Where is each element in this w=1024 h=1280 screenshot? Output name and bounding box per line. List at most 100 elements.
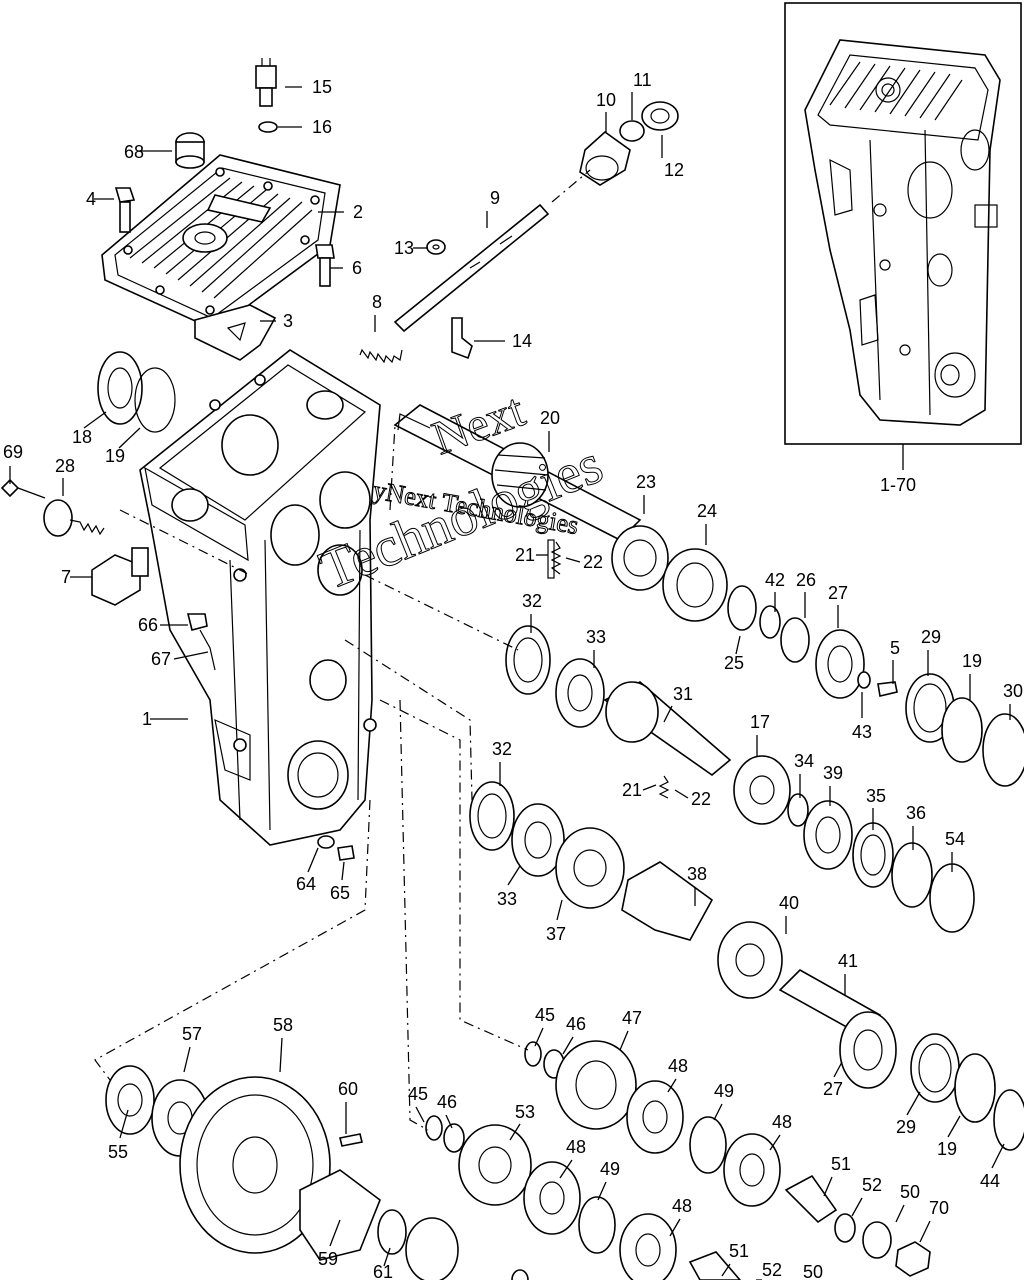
leader-line-c19c (947, 1115, 961, 1138)
part-callout-c13: 13 (394, 238, 414, 258)
leader-line-c61 (383, 1247, 391, 1267)
part-callout-c70: 70 (929, 1198, 949, 1218)
leader-line-c59 (329, 1219, 341, 1247)
leader-line-c31 (663, 705, 673, 723)
part-callout-c4: 4 (86, 189, 96, 209)
part-callout-c50b: 50 (803, 1262, 823, 1280)
part-callout-c5: 5 (890, 638, 900, 658)
part-callout-c16: 16 (312, 117, 332, 137)
leader-line-c52a (851, 1197, 863, 1217)
part-callout-c27b: 27 (823, 1079, 843, 1099)
part-callout-c43: 43 (852, 722, 872, 742)
part-callout-c31: 31 (673, 684, 693, 704)
part-callout-c17: 17 (750, 712, 770, 732)
leader-line-c37 (556, 899, 563, 921)
part-callout-c2: 2 (353, 202, 363, 222)
part-callout-c33a: 33 (586, 627, 606, 647)
part-callout-c60: 60 (338, 1079, 358, 1099)
part-callout-c65: 65 (330, 883, 350, 903)
part-callout-c21b: 21 (622, 780, 642, 800)
assembly-inset: 1-70 (784, 2, 1022, 495)
small-fasteners (114, 58, 473, 360)
part-callout-c49a: 49 (714, 1081, 734, 1101)
part-callout-c9: 9 (490, 188, 500, 208)
part-callout-c67: 67 (151, 649, 171, 669)
part-callout-c50a: 50 (900, 1182, 920, 1202)
part-callout-c48a: 48 (668, 1056, 688, 1076)
assembly-lines (94, 424, 529, 1131)
leader-line-c21b (642, 784, 657, 791)
part-callout-c51a: 51 (831, 1154, 851, 1174)
part-callout-c3: 3 (283, 311, 293, 331)
leader-line-c50a (895, 1204, 905, 1223)
shift-shaft (359, 101, 679, 364)
leader-line-c49b (597, 1181, 607, 1201)
part-callout-c18: 18 (72, 427, 92, 447)
part-callout-c53: 53 (515, 1102, 535, 1122)
part-callout-c55: 55 (108, 1142, 128, 1162)
part-callout-c1: 1 (142, 709, 152, 729)
part-callout-c32a: 32 (522, 591, 542, 611)
part-callout-c64: 64 (296, 874, 316, 894)
leader-line-c51b (721, 1263, 731, 1277)
drop-gear-group (105, 1040, 931, 1280)
counter-shaft-group (505, 625, 975, 933)
part-callout-c38: 38 (687, 864, 707, 884)
gasket (194, 304, 277, 361)
input-shaft-group (393, 404, 1024, 787)
leader-line-c48d (669, 1218, 681, 1237)
leader-line-c22a (565, 557, 581, 563)
part-callout-c45a: 45 (535, 1005, 555, 1025)
part-callout-c26: 26 (796, 570, 816, 590)
part-callout-c66: 66 (138, 615, 158, 635)
part-callout-c28: 28 (55, 456, 75, 476)
output-shaft-group (469, 781, 1024, 1151)
leader-line-c45a (534, 1027, 544, 1047)
part-callout-c41: 41 (838, 951, 858, 971)
part-callout-c54: 54 (945, 829, 965, 849)
part-callout-c7: 7 (61, 567, 71, 587)
part-callout-c36: 36 (906, 803, 926, 823)
part-callout-c32b: 32 (492, 739, 512, 759)
part-callout-c21a: 21 (515, 545, 535, 565)
part-callout-c68: 68 (124, 142, 144, 162)
leader-line-c47 (619, 1030, 629, 1051)
leader-line-c48a (667, 1078, 677, 1093)
part-callout-c22b: 22 (691, 789, 711, 809)
part-callout-c29b: 29 (896, 1117, 916, 1137)
leader-line-c46a (562, 1036, 574, 1055)
top-cover (101, 154, 341, 331)
leader-line-c51a (823, 1176, 833, 1197)
part-callout-c14: 14 (512, 331, 532, 351)
washer (317, 835, 335, 849)
part-callout-c19b: 19 (962, 651, 982, 671)
leader-line-c57 (183, 1046, 191, 1073)
part-callout-c8: 8 (372, 292, 382, 312)
part-callout-c61: 61 (373, 1262, 393, 1280)
leader-line-c48c (559, 1159, 573, 1179)
part-callout-c30: 30 (1003, 681, 1023, 701)
part-callout-c19c: 19 (937, 1139, 957, 1159)
part-callout-c51b: 51 (729, 1241, 749, 1261)
leader-line-c45b (415, 1106, 425, 1123)
part-callout-c19a: 19 (105, 446, 125, 466)
part-callout-c58: 58 (273, 1015, 293, 1035)
leader-line-c65 (341, 861, 345, 881)
part-callout-c52b: 52 (762, 1260, 782, 1280)
part-callout-c52a: 52 (862, 1175, 882, 1195)
leader-line-c67 (173, 651, 209, 660)
part-callout-c35: 35 (866, 786, 886, 806)
part-callout-c37: 37 (546, 924, 566, 944)
part-callout-c49b: 49 (600, 1159, 620, 1179)
part-callout-c33b: 33 (497, 889, 517, 909)
leader-line-c49a (713, 1103, 723, 1121)
leader-line-c46b (445, 1114, 453, 1129)
leader-line-c18 (83, 411, 107, 429)
part-callout-c69: 69 (3, 442, 23, 462)
part-callout-c45b: 45 (408, 1084, 428, 1104)
part-callout-c57: 57 (182, 1024, 202, 1044)
part-callout-c48b: 48 (772, 1112, 792, 1132)
part-callout-c40: 40 (779, 893, 799, 913)
